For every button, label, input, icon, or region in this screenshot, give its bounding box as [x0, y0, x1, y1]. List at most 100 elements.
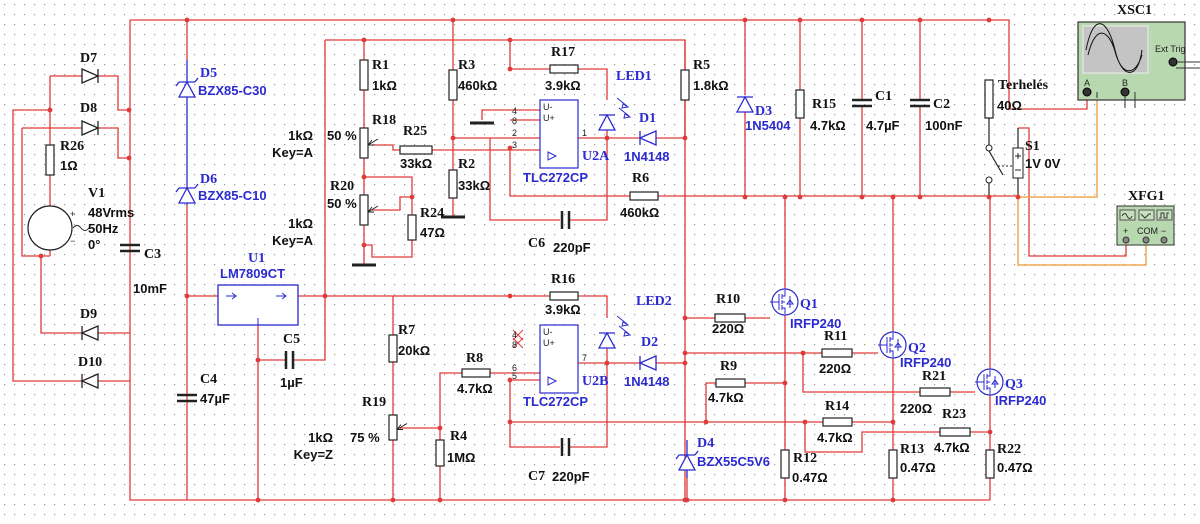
- wiper-arrow-icon: [367, 138, 379, 146]
- diode-d2[interactable]: [638, 355, 657, 371]
- resistor-r10[interactable]: [714, 313, 746, 323]
- capacitor-c6[interactable]: [560, 211, 571, 229]
- diode-d1[interactable]: [638, 130, 657, 146]
- xsc1-ref-label: XSC1: [1117, 3, 1152, 18]
- zener-d4[interactable]: [675, 450, 699, 471]
- diode-d3[interactable]: [735, 95, 755, 113]
- wire: [570, 363, 608, 448]
- resistor-r7[interactable]: [388, 334, 398, 363]
- c6-value-label: 220pF: [553, 240, 591, 255]
- resistor-r8[interactable]: [461, 368, 491, 378]
- led1[interactable]: [597, 113, 617, 131]
- r5-ref-label: R5: [693, 58, 710, 73]
- terminal[interactable]: [1160, 236, 1168, 244]
- control-source-s1[interactable]: [1012, 147, 1024, 179]
- potentiometer-r20[interactable]: [359, 194, 369, 226]
- opamp-u2b[interactable]: [539, 324, 579, 394]
- resistor-r1[interactable]: [359, 59, 369, 91]
- switch-contact: [985, 176, 993, 184]
- diode-d9[interactable]: [80, 325, 99, 341]
- terminal[interactable]: [1168, 57, 1178, 67]
- wire: [372, 196, 412, 211]
- triangle-wave-button[interactable]: [1138, 209, 1155, 221]
- terminal[interactable]: [1082, 87, 1092, 97]
- resistor-r24[interactable]: [407, 214, 417, 241]
- capacitor-c5[interactable]: [284, 351, 295, 369]
- mosfet-symbol-icon: [878, 333, 902, 357]
- r9-ref-label: R9: [720, 359, 737, 374]
- resistor-r16[interactable]: [549, 291, 579, 301]
- junction-dot: [437, 497, 443, 503]
- resistor-r6[interactable]: [629, 191, 659, 201]
- junction-dot: [38, 253, 44, 259]
- resistor-r23[interactable]: [939, 427, 971, 437]
- zener-d5[interactable]: [175, 77, 199, 98]
- r16-value-label: 3.9kΩ: [545, 302, 581, 317]
- resistor-r2[interactable]: [448, 169, 458, 199]
- resistor-r11[interactable]: [821, 348, 853, 358]
- junction-dot: [450, 17, 456, 23]
- r20-ref-label: R20: [330, 179, 354, 194]
- capacitor-c3[interactable]: [120, 243, 140, 253]
- pins-2-label: 6: [512, 363, 517, 373]
- potentiometer-r18[interactable]: [359, 127, 369, 159]
- c1-value-label: 4.7µF: [866, 118, 900, 133]
- resistor-r26[interactable]: [45, 144, 55, 176]
- led2[interactable]: [597, 331, 617, 349]
- diode-d7[interactable]: [81, 68, 100, 84]
- wire: [12, 109, 82, 382]
- zener-d6[interactable]: [175, 183, 199, 204]
- r2-ref-label: R2: [458, 157, 475, 172]
- capacitor-c4[interactable]: [177, 393, 197, 403]
- resistor-r21[interactable]: [919, 387, 951, 397]
- r18-setting-label: 50 %: [327, 128, 357, 143]
- r25-value-label: 33kΩ: [400, 156, 432, 171]
- v1-phase-label: 0°: [88, 237, 100, 252]
- xfg1-plus-label: +: [1123, 226, 1128, 236]
- resistor-r22[interactable]: [985, 449, 995, 479]
- xfg1-minus-label: −: [1161, 226, 1166, 236]
- resistor-r4[interactable]: [435, 439, 445, 467]
- diode-d8[interactable]: [81, 120, 100, 136]
- capacitor-c2[interactable]: [910, 98, 930, 108]
- ac-source-v1[interactable]: [27, 205, 73, 251]
- resistor-r14[interactable]: [822, 417, 853, 427]
- resistor-r3[interactable]: [448, 69, 458, 101]
- resistor-r12[interactable]: [780, 449, 790, 479]
- r10-ref-label: R10: [716, 292, 740, 307]
- load-value-label: 40Ω: [997, 98, 1022, 113]
- wire: [400, 372, 462, 429]
- u2a-ref-label: U2A: [582, 149, 610, 164]
- junction-dot: [450, 135, 456, 141]
- sine-wave-button[interactable]: [1119, 209, 1136, 221]
- switch-s1[interactable]: [988, 150, 1004, 176]
- potentiometer-r19[interactable]: [388, 414, 398, 441]
- capacitor-c1[interactable]: [852, 98, 872, 108]
- wire: [489, 138, 560, 221]
- resistor-r17[interactable]: [549, 64, 579, 74]
- r14-value-label: 4.7kΩ: [817, 430, 853, 445]
- xfg1-ref-label: XFG1: [1128, 189, 1165, 204]
- resistor-load[interactable]: [984, 79, 994, 119]
- resistor-r13[interactable]: [888, 449, 898, 479]
- labels: D7D8D9D10R261ΩV148Vrms50Hz0°C310mFD5BZX8…: [60, 3, 1186, 485]
- waveform-type-icons: [1121, 212, 1169, 219]
- r20-key-label: Key=A: [272, 233, 313, 248]
- switch-contact: [985, 144, 993, 152]
- d2-value-label: 1N4148: [624, 374, 670, 389]
- resistor-r15[interactable]: [795, 89, 805, 119]
- terminal[interactable]: [1142, 236, 1150, 244]
- r8-ref-label: R8: [466, 351, 483, 366]
- junction-dot: [361, 242, 367, 248]
- resistor-r25[interactable]: [399, 145, 433, 155]
- junction-dot: [507, 66, 513, 72]
- resistor-r5[interactable]: [680, 69, 690, 101]
- r7-value-label: 20kΩ: [398, 343, 430, 358]
- capacitor-c7[interactable]: [560, 438, 571, 456]
- xsc1-channel-b-label: B: [1122, 78, 1128, 88]
- diode-d10[interactable]: [80, 373, 99, 389]
- terminal[interactable]: [1122, 236, 1130, 244]
- resistor-r9[interactable]: [715, 378, 746, 388]
- opamp-u2a[interactable]: [539, 99, 579, 169]
